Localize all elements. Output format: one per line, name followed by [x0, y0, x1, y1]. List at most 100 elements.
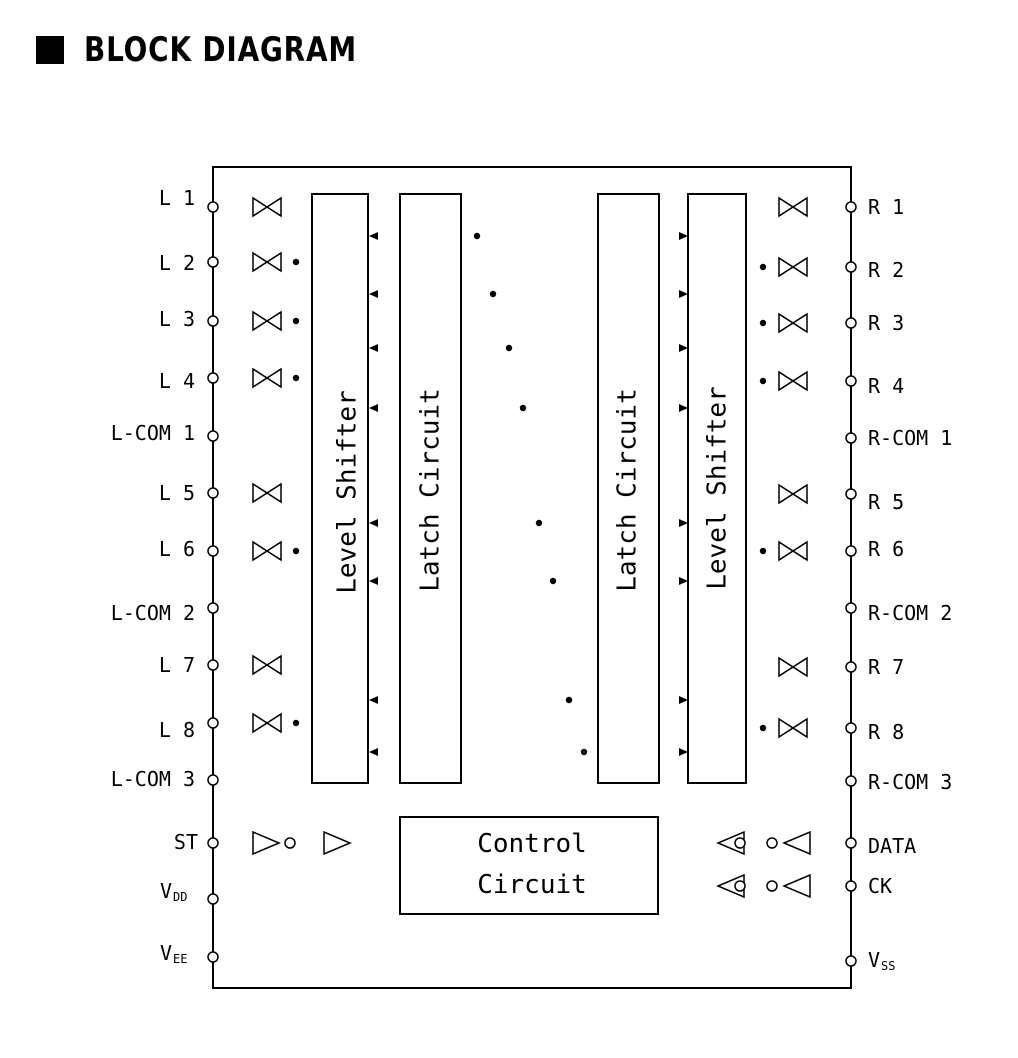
control-circuit-label-line2: Circuit [477, 870, 587, 900]
gate-cross [252, 252, 282, 272]
gate-cross [778, 313, 808, 333]
pin-terminal [845, 201, 857, 213]
arrow-left-icon [369, 404, 378, 412]
gate-cross [252, 541, 282, 561]
gate-cross [778, 718, 808, 738]
pin-terminal [207, 774, 219, 786]
latch-circuit-right-label: Latch Circuit [613, 388, 643, 592]
pin-label-CK: CK [868, 874, 892, 898]
pin-terminal [207, 372, 219, 384]
transmission-gate-icon [778, 483, 808, 505]
arrow-right-icon [679, 696, 688, 704]
arrow-left-icon [369, 577, 378, 585]
pin-terminal [845, 837, 857, 849]
gate-cross [252, 655, 282, 675]
latch-circuit-left [399, 193, 462, 784]
vdd-main: V [160, 879, 172, 903]
junction-dot [292, 719, 300, 727]
gate-cross [252, 311, 282, 331]
junction-dot [292, 258, 300, 266]
pin-terminal [845, 317, 857, 329]
gate-cross [252, 368, 282, 388]
arrow-left-icon [369, 290, 378, 298]
gate-cross [778, 541, 808, 561]
junction-dot [292, 547, 300, 555]
arrow-right-icon [679, 519, 688, 527]
pin-label-L4: L 4 [159, 369, 195, 393]
pin-label-LCOM1: L-COM 1 [111, 421, 195, 445]
pin-terminal [207, 893, 219, 905]
arrow-left-icon [369, 519, 378, 527]
gate-cross [778, 484, 808, 504]
pin-label-R4: R 4 [868, 374, 904, 398]
pin-label-L5: L 5 [159, 481, 195, 505]
level-shifter-left [311, 193, 369, 784]
pin-label-R6: R 6 [868, 537, 904, 561]
pin-terminal [207, 315, 219, 327]
junction-dot [759, 263, 767, 271]
pin-terminal [845, 722, 857, 734]
junction-dot [473, 232, 481, 240]
pin-label-R8: R 8 [868, 720, 904, 744]
pin-label-L7: L 7 [159, 653, 195, 677]
junction-dot [580, 748, 588, 756]
control-circuit [399, 816, 659, 915]
pin-label-vee: VEE [160, 941, 188, 966]
latch-circuit-left-label: Latch Circuit [416, 388, 446, 592]
gate-cross [778, 371, 808, 391]
transmission-gate-icon [252, 540, 282, 562]
arrow-right-icon [679, 748, 688, 756]
pin-label-R2: R 2 [868, 258, 904, 282]
junction-dot [759, 724, 767, 732]
pin-terminal [845, 545, 857, 557]
latch-circuit-right [597, 193, 660, 784]
pin-terminal [845, 661, 857, 673]
buffer-icon [782, 830, 811, 856]
pin-label-vss: VSS [868, 948, 896, 973]
pin-label-DATA: DATA [868, 834, 916, 858]
inverter-bubble-icon [734, 880, 746, 892]
junction-dot [519, 404, 527, 412]
junction-dot [505, 344, 513, 352]
inverter-bubble-icon [766, 837, 778, 849]
inverter-bubble-icon [734, 837, 746, 849]
gate-cross [778, 257, 808, 277]
junction-dot [535, 519, 543, 527]
pin-terminal [845, 432, 857, 444]
pin-terminal [207, 256, 219, 268]
pin-label-L3: L 3 [159, 307, 195, 331]
title-square-icon [36, 36, 64, 64]
pin-label-R3: R 3 [868, 311, 904, 335]
pin-terminal [845, 880, 857, 892]
transmission-gate-icon [778, 256, 808, 278]
pin-terminal [207, 201, 219, 213]
junction-dot [759, 547, 767, 555]
arrow-right-icon [679, 290, 688, 298]
gate-cross [252, 483, 282, 503]
pin-label-RCOM3: R-COM 3 [868, 770, 952, 794]
pin-label-RCOM1: R-COM 1 [868, 426, 952, 450]
pin-terminal [845, 261, 857, 273]
arrow-left-icon [369, 344, 378, 352]
pin-label-R5: R 5 [868, 490, 904, 514]
transmission-gate-icon [778, 717, 808, 739]
arrow-left-icon [369, 696, 378, 704]
gate-cross [252, 197, 282, 217]
junction-dot [549, 577, 557, 585]
pin-label-L8: L 8 [159, 718, 195, 742]
junction-dot [759, 319, 767, 327]
transmission-gate-icon [252, 251, 282, 273]
level-shifter-right [687, 193, 747, 784]
buffer-icon [323, 830, 352, 856]
pin-label-vdd: VDD [160, 879, 188, 904]
junction-dot [565, 696, 573, 704]
pin-label-LCOM2: L-COM 2 [111, 601, 195, 625]
junction-dot [292, 317, 300, 325]
pin-terminal [207, 837, 219, 849]
vee-main: V [160, 941, 172, 965]
inverter-bubble-icon [766, 880, 778, 892]
gate-cross [778, 197, 808, 217]
gate-cross [252, 713, 282, 733]
vss-main: V [868, 948, 880, 972]
